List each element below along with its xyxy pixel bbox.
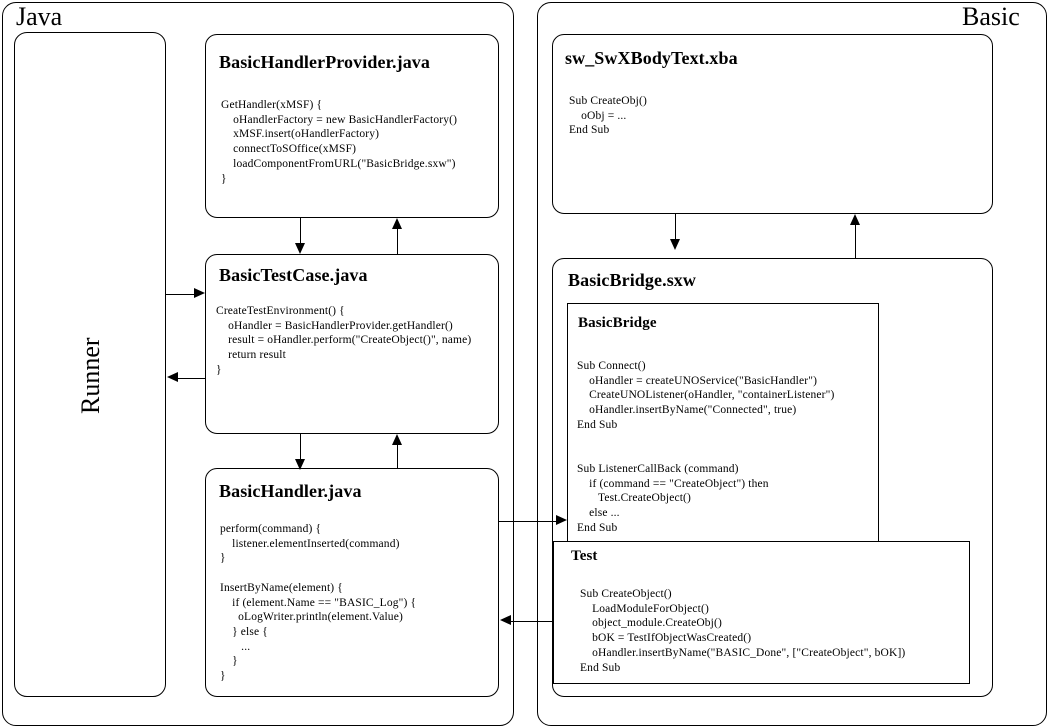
connector-runner-to-testcase-line bbox=[166, 294, 200, 295]
test-module-box[interactable] bbox=[553, 541, 970, 684]
connector-handler-to-testcase-line bbox=[397, 445, 398, 469]
basic-panel-label: Basic bbox=[962, 2, 1020, 31]
connector-testcase-to-runner-line bbox=[172, 378, 205, 379]
basic-bridge-module-box[interactable] bbox=[567, 303, 879, 544]
basic-handler-provider-code: GetHandler(xMSF) { oHandlerFactory = new… bbox=[221, 99, 458, 185]
connector-handler-to-testcase-arrowhead bbox=[391, 434, 402, 445]
test-module-title: Test bbox=[571, 548, 598, 564]
basic-handler-code: perform(command) { listener.elementInser… bbox=[220, 523, 417, 683]
connector-handler-to-bridge-arrowhead bbox=[556, 515, 567, 525]
connector-bridge-to-bodytext-line bbox=[855, 225, 856, 258]
connector-bodytext-to-bridge-line bbox=[675, 214, 676, 242]
connector-bridge-to-bodytext-arrowhead bbox=[849, 214, 860, 225]
basic-test-case-code: CreateTestEnvironment() { oHandler = Bas… bbox=[216, 305, 472, 376]
connector-runner-to-testcase-arrowhead bbox=[194, 288, 205, 298]
connector-testcase-to-provider-arrowhead bbox=[391, 218, 402, 229]
basic-bridge-sxw-title: BasicBridge.sxw bbox=[568, 270, 697, 290]
basic-handler-provider-box[interactable] bbox=[205, 34, 499, 218]
runner-box[interactable] bbox=[14, 32, 166, 697]
basic-test-case-title: BasicTestCase.java bbox=[219, 265, 368, 285]
basic-test-case-box[interactable] bbox=[205, 254, 499, 434]
connector-testcase-to-handler-line bbox=[300, 434, 301, 462]
runner-label: Runner bbox=[76, 337, 105, 414]
connector-testcase-to-runner-arrowhead bbox=[167, 372, 178, 382]
connector-test-to-handler-arrowhead bbox=[500, 615, 511, 625]
basic-handler-provider-title: BasicHandlerProvider.java bbox=[219, 52, 430, 72]
connector-bodytext-to-bridge-arrowhead bbox=[669, 239, 680, 250]
sw-swxbodytext-title: sw_SwXBodyText.xba bbox=[565, 48, 738, 68]
connector-provider-to-testcase-line bbox=[300, 218, 301, 246]
java-panel-label: Java bbox=[16, 2, 63, 31]
connector-test-to-handler-line bbox=[505, 621, 553, 622]
connector-handler-to-bridge-line bbox=[499, 521, 561, 522]
basic-handler-box[interactable] bbox=[205, 468, 499, 697]
connector-testcase-to-handler-arrowhead bbox=[294, 459, 305, 470]
sw-swxbodytext-box[interactable] bbox=[552, 34, 993, 214]
basic-bridge-module-title: BasicBridge bbox=[578, 315, 657, 331]
connector-provider-to-testcase-arrowhead bbox=[294, 243, 305, 254]
connector-testcase-to-provider-line bbox=[397, 229, 398, 255]
basic-bridge-module-code: Sub Connect() oHandler = createUNOServic… bbox=[577, 360, 835, 534]
test-module-code: Sub CreateObject() LoadModuleForObject()… bbox=[580, 588, 906, 674]
sw-swxbodytext-code: Sub CreateObj() oObj = ... End Sub bbox=[569, 95, 647, 137]
basic-handler-title: BasicHandler.java bbox=[219, 481, 362, 501]
